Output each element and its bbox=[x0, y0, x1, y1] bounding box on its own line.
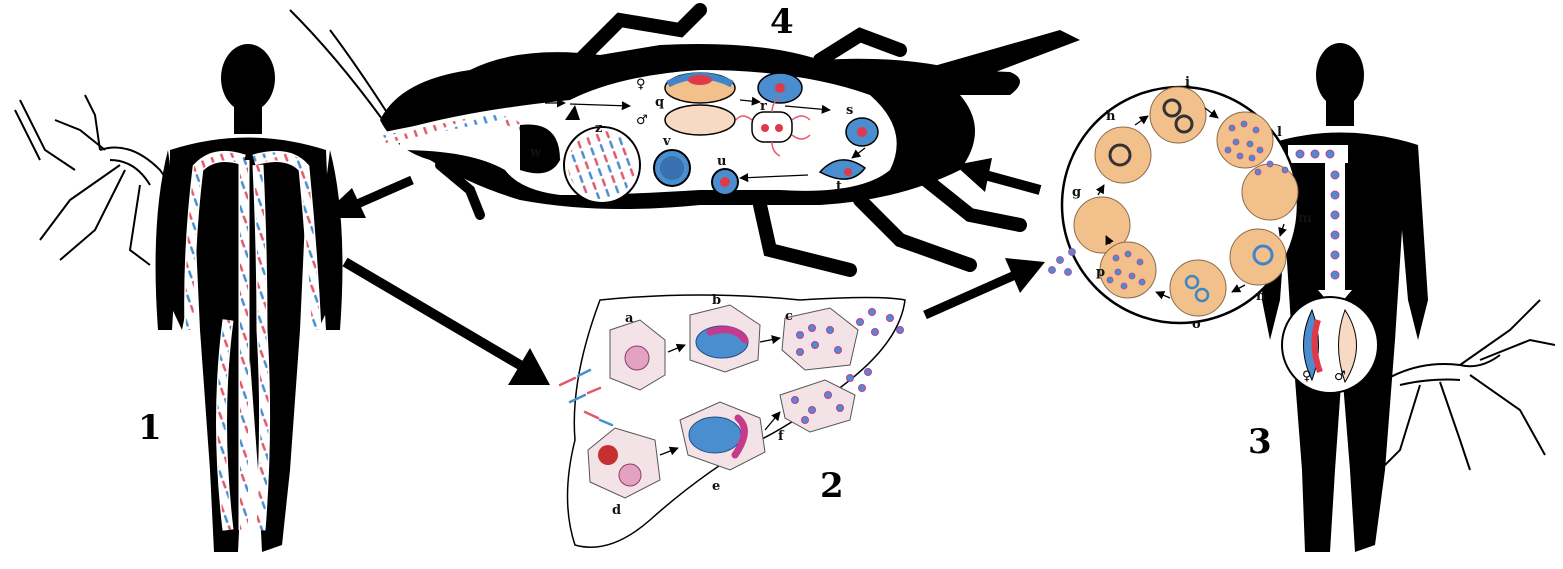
erythrocytic-cycle-inset bbox=[1062, 87, 1298, 323]
label-b: b bbox=[712, 293, 721, 308]
rbc-m bbox=[1242, 164, 1298, 220]
label-t: t bbox=[836, 179, 842, 194]
label-h: h bbox=[1106, 109, 1116, 124]
arrow-blood-to-mosquito bbox=[955, 158, 1040, 192]
human-silhouette-left bbox=[156, 44, 343, 552]
label-v: v bbox=[662, 134, 671, 149]
symbol-male-inset: ♂ bbox=[1334, 369, 1346, 384]
label-g: g bbox=[1072, 185, 1081, 200]
mosquito-outline-left bbox=[15, 95, 180, 265]
rbc-l bbox=[1217, 112, 1273, 168]
stage-number-4: 4 bbox=[770, 2, 794, 42]
label-f: f bbox=[778, 429, 785, 444]
label-i: i bbox=[1185, 75, 1190, 90]
exflagellating-microgametocyte bbox=[752, 112, 792, 142]
label-z: z bbox=[595, 121, 602, 136]
label-a: a bbox=[625, 311, 634, 326]
label-o: o bbox=[1192, 317, 1201, 332]
symbol-male-q: ♂ bbox=[636, 113, 648, 128]
symbol-female-inset: ♀ bbox=[1302, 369, 1312, 384]
arrow-human1-to-liver bbox=[345, 262, 550, 385]
label-c: c bbox=[785, 309, 793, 324]
arrow-liver-to-blood bbox=[925, 258, 1045, 315]
label-l: l bbox=[1277, 125, 1282, 140]
rbc-o bbox=[1170, 260, 1226, 316]
stage-number-3: 3 bbox=[1248, 422, 1272, 462]
gametocyte-inset: ♀ ♂ bbox=[1282, 297, 1378, 393]
stage-number-1: 1 bbox=[138, 408, 162, 448]
human-silhouette-right bbox=[1262, 43, 1428, 552]
rbc-p bbox=[1100, 242, 1156, 298]
label-d: d bbox=[612, 503, 621, 518]
label-q: q bbox=[655, 95, 664, 110]
mosquito-silhouette bbox=[290, 10, 1080, 270]
label-r: r bbox=[760, 99, 767, 114]
mosquito-outline-right bbox=[1380, 300, 1555, 470]
label-w: w bbox=[529, 145, 542, 160]
rbc-n bbox=[1230, 229, 1286, 285]
stage-number-2: 2 bbox=[820, 466, 844, 506]
label-s: s bbox=[846, 103, 853, 118]
label-e: e bbox=[712, 479, 720, 494]
male-gametocyte bbox=[665, 105, 735, 135]
label-p: p bbox=[1096, 265, 1105, 280]
label-m: m bbox=[1298, 211, 1312, 226]
label-u: u bbox=[717, 154, 726, 169]
symbol-female-q: ♀ bbox=[636, 77, 646, 92]
label-n: n bbox=[1256, 289, 1266, 304]
rbc-h bbox=[1095, 127, 1151, 183]
